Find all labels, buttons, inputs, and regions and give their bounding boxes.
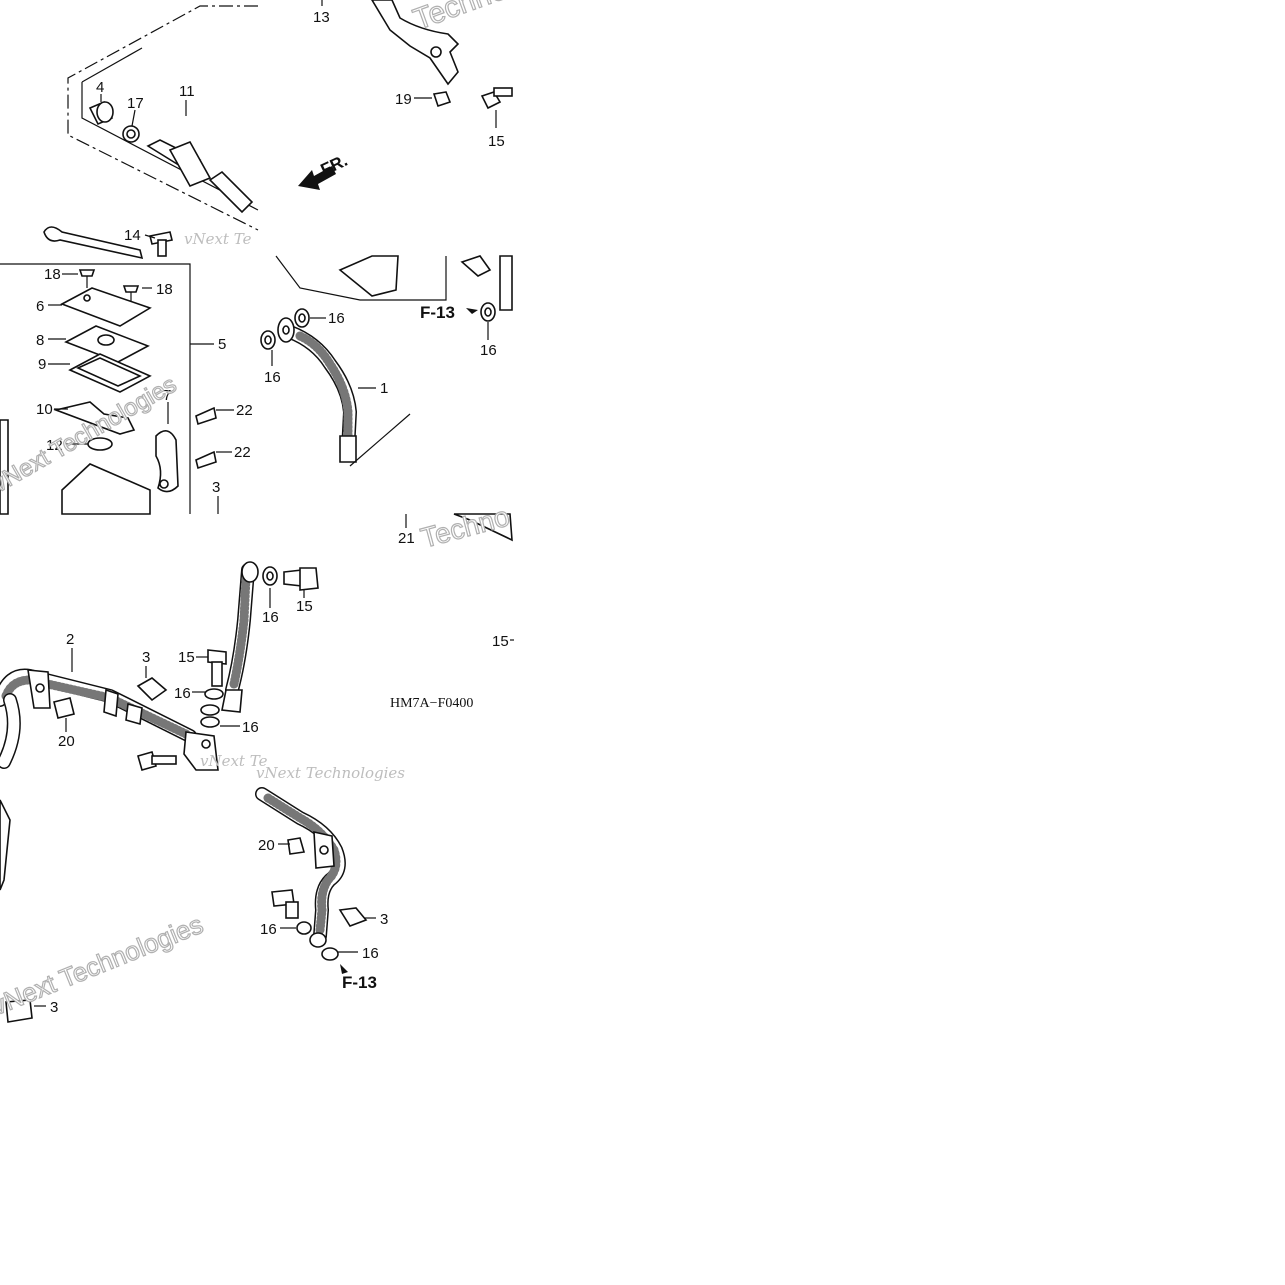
piston-assembly-part	[146, 139, 254, 214]
cover-screw-part	[122, 285, 140, 302]
callout-16: 16	[328, 310, 345, 327]
pivot-bolt-part	[149, 231, 173, 257]
section-ref-f13: F-13	[420, 303, 455, 322]
piston-cup-part	[88, 100, 114, 126]
callout-20: 20	[258, 837, 275, 854]
nut-part	[432, 91, 452, 108]
callout-20: 20	[58, 733, 75, 750]
callout-15: 15	[492, 633, 509, 650]
sealing-washer-part	[200, 716, 220, 728]
diagram-code: HM7A−F0400	[390, 696, 473, 711]
holder-bolt-part	[195, 406, 217, 426]
tile-lower-hose: 21 15 16 15 2 3 15 16 16 20 HM7A−F0400 T…	[0, 500, 514, 771]
callout-9: 9	[38, 356, 46, 373]
watermark-text: vNext Te	[200, 752, 268, 770]
brake-lever-part	[371, 0, 460, 86]
banjo-bolt-part	[207, 649, 227, 687]
callout-16: 16	[242, 719, 259, 736]
tile-master-cylinder-kit: 4 17 11 14 vNext Te	[43, 5, 259, 260]
callout-16: 16	[260, 921, 277, 938]
tile-caliper-hose: 20 16 3 16 F-13 3 vNext Technologies vNe…	[0, 764, 405, 1023]
callout-15: 15	[488, 133, 505, 150]
callout-4: 4	[96, 79, 104, 96]
watermark-text: Techno	[418, 500, 513, 553]
sealing-washer-part	[321, 947, 339, 961]
watermark-text: vNext Technologies	[256, 764, 405, 782]
clamp-part	[5, 999, 33, 1023]
callout-19: 19	[395, 91, 412, 108]
bolt-part	[137, 751, 177, 771]
callout-3: 3	[380, 911, 388, 928]
callout-7: 7	[163, 387, 171, 404]
callout-15: 15	[178, 649, 195, 666]
callout-14: 14	[124, 227, 141, 244]
callout-8: 8	[36, 332, 44, 349]
brake-hose-part	[283, 325, 357, 457]
clamp-part	[338, 907, 368, 927]
brake-lever-part	[43, 226, 144, 260]
callout-21: 21	[398, 530, 415, 547]
callout-13: 13	[313, 9, 330, 26]
callout-16: 16	[262, 609, 279, 626]
callout-22: 22	[236, 402, 253, 419]
watermark-text: vNext Te	[184, 230, 252, 248]
bolt-part	[480, 87, 513, 110]
callout-16: 16	[480, 342, 497, 359]
grommet-part	[287, 837, 306, 855]
grommet-part	[53, 697, 75, 719]
cover-screw-part	[78, 269, 96, 288]
callout-3: 3	[50, 999, 58, 1016]
callout-11: 11	[179, 83, 195, 100]
callout-17: 17	[127, 95, 144, 112]
tile-lever-area: 13 19 15 FR. Techno	[298, 0, 513, 190]
callout-16: 16	[264, 369, 281, 386]
clamp-part	[136, 677, 168, 702]
section-ref-f13: F-13	[342, 973, 377, 992]
callout-6: 6	[36, 298, 44, 315]
callout-2: 2	[66, 631, 74, 648]
master-cylinder-body-part	[61, 463, 151, 515]
callout-5: 5	[218, 336, 226, 353]
callout-15: 15	[296, 598, 313, 615]
front-direction-arrow	[298, 166, 336, 190]
holder-bolt-part	[195, 450, 217, 470]
sealing-washer-part	[296, 921, 312, 935]
watermark-text: vNext Technologies	[0, 909, 207, 1021]
callout-1: 1	[380, 380, 388, 397]
callout-10: 10	[36, 401, 53, 418]
clamp-part	[460, 255, 492, 277]
callout-3: 3	[212, 479, 220, 496]
callout-16: 16	[174, 685, 191, 702]
banjo-bolt-part	[283, 567, 319, 591]
master-cylinder-part	[338, 255, 399, 297]
brake-hose-part	[255, 787, 346, 943]
callout-12: 12	[46, 437, 63, 454]
tile-upper-hose: F-13 16 16 16 1	[260, 255, 513, 467]
watermark-text: Techno	[409, 0, 511, 37]
sealing-washer-part	[204, 688, 224, 700]
callout-3: 3	[142, 649, 150, 666]
callout-18: 18	[156, 281, 173, 298]
float-part	[53, 401, 136, 435]
brake-hose-part	[225, 563, 255, 697]
tile-reservoir-kit: 18 18 6 5 8 9 10 12 7 22 22 3 vNext Tech…	[0, 263, 253, 515]
banjo-bolt-part	[271, 889, 299, 919]
callout-18: 18	[44, 266, 61, 283]
reservoir-cover-part	[60, 287, 152, 327]
callout-16: 16	[362, 945, 379, 962]
holder-part	[155, 430, 179, 493]
callout-22: 22	[234, 444, 251, 461]
